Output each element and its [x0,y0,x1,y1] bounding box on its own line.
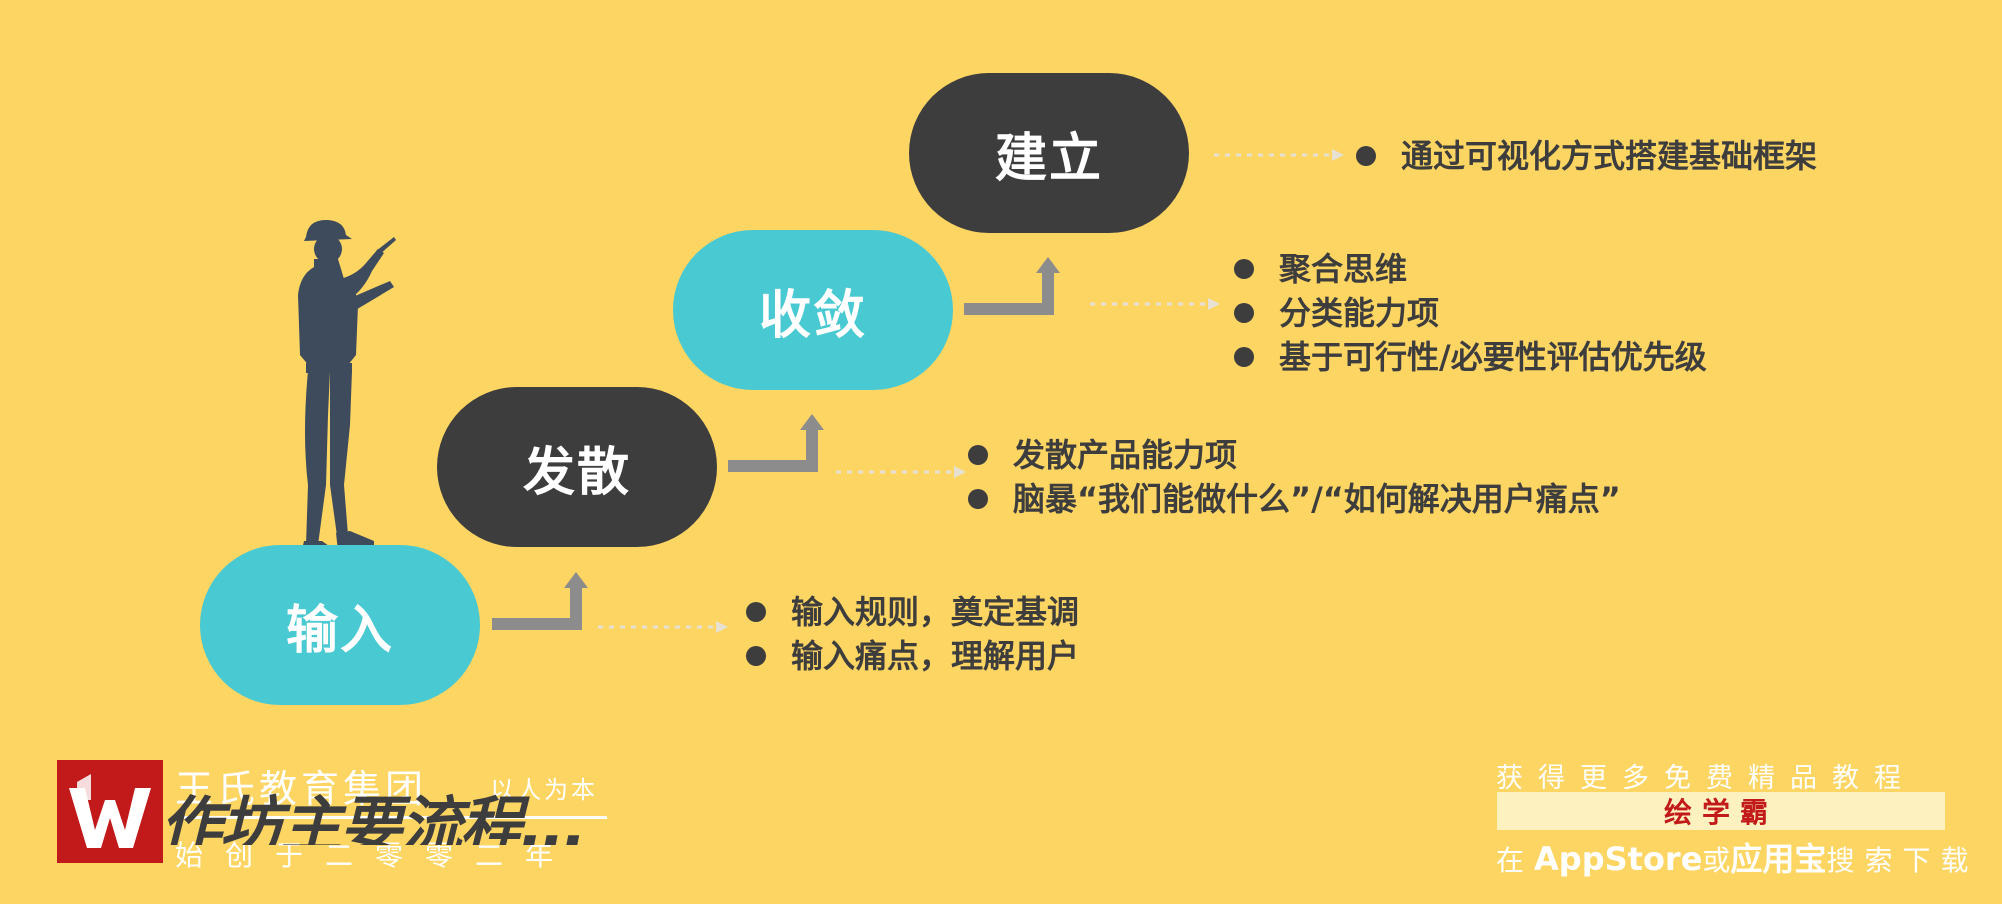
list-item: 输入痛点，理解用户 [746,634,1079,678]
dotted-arrow-4 [1214,149,1344,161]
promo-prefix: 在 [1496,844,1535,877]
promo-appstore: AppStore [1534,840,1703,878]
dotted-arrow-1 [598,621,728,633]
converge-bullet-list: 聚合思维 分类能力项 基于可行性/必要性评估优先级 [1234,247,1707,379]
list-item: 聚合思维 [1234,247,1707,291]
promo-headline: 获得更多免费精品教程 [1496,763,1916,794]
list-item: 基于可行性/必要性评估优先级 [1234,335,1707,379]
promo-download-text: 在AppStore或应用宝搜索下载 [1496,834,1978,880]
promo-yingyongbao: 应用宝 [1730,840,1827,878]
promo-suffix: 搜索下载 [1826,844,1979,877]
diverge-bullet-list: 发散产品能力项 脑暴“我们能做什么”/“如何解决用户痛点” [968,433,1621,521]
group-motto: 以人为本 [490,776,598,804]
step-input: 输入 [200,545,480,705]
list-item: 发散产品能力项 [968,433,1621,477]
founded-text: 始创于二零零二年 [175,839,576,872]
list-item: 输入规则，奠定基调 [746,590,1079,634]
step-diverge: 发散 [437,387,717,547]
overlay-title: 作坊主要流程... [160,789,585,862]
divider [175,816,607,819]
establish-bullet-list: 通过可视化方式搭建基础框架 [1356,134,1817,178]
elbow-arrow-2 [728,414,824,472]
worker-silhouette [298,219,396,559]
promo-brand-band: 绘学霸 [1497,792,1945,830]
dotted-arrow-3 [1090,298,1220,310]
dotted-arrow-2 [836,466,966,478]
elbow-arrow-1 [492,572,588,630]
list-item: 分类能力项 [1234,291,1707,335]
w-logo-icon [69,774,151,848]
input-bullet-list: 输入规则，奠定基调 输入痛点，理解用户 [746,590,1079,678]
brand-logo [57,760,163,863]
step-diverge-label: 发散 [522,442,631,503]
group-name: 王氏教育集团 [175,767,428,811]
step-input-label: 输入 [285,600,394,661]
step-establish: 建立 [909,73,1189,233]
step-establish-label: 建立 [994,128,1103,189]
list-item: 通过可视化方式搭建基础框架 [1356,134,1817,178]
promo-or: 或 [1702,844,1731,877]
promo-brand: 绘学霸 [1663,796,1778,829]
step-converge-label: 收敛 [758,285,867,346]
step-converge: 收敛 [673,230,953,390]
list-item: 脑暴“我们能做什么”/“如何解决用户痛点” [968,477,1621,521]
elbow-arrow-3 [964,257,1060,315]
